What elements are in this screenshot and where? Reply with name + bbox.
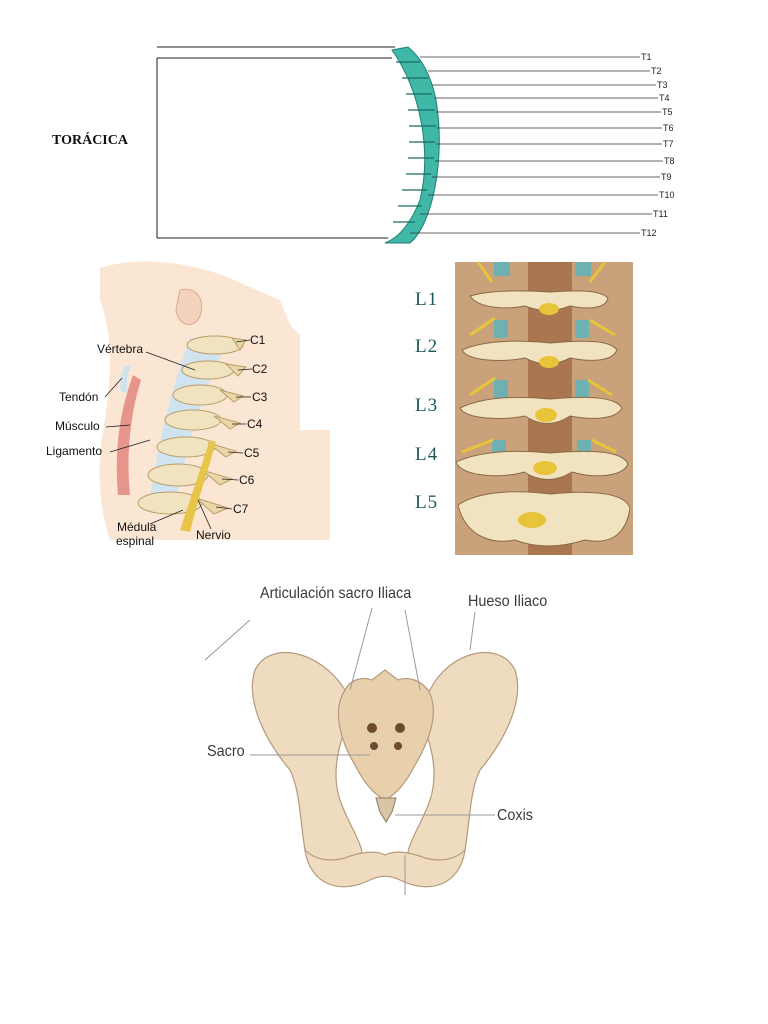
label-sacroiliac-joint: Articulación sacro Iliaca bbox=[260, 585, 412, 602]
cervical-leader-lines bbox=[104, 339, 253, 530]
thoracic-label-t5: T5 bbox=[662, 107, 673, 117]
label-nerve: Nervio bbox=[196, 528, 231, 542]
label-spinal-cord-2: espinal bbox=[116, 534, 155, 548]
thoracic-label-t4: T4 bbox=[659, 93, 670, 103]
cervical-spinous-processes bbox=[195, 337, 247, 515]
thoracic-leader-lines bbox=[410, 56, 663, 234]
coccyx-shape bbox=[375, 797, 397, 823]
thoracic-label-t3: T3 bbox=[657, 80, 668, 90]
pelvis-leader-lines bbox=[204, 607, 495, 895]
label-iliac-bone: Hueso Iliaco bbox=[468, 593, 548, 610]
lumbar-label-l3: L3 bbox=[415, 395, 439, 416]
label-ligament: Ligamento bbox=[46, 444, 103, 458]
muscle-shape bbox=[116, 375, 141, 495]
cervical-label-c4: C4 bbox=[247, 417, 263, 431]
cervical-label-c5: C5 bbox=[244, 446, 260, 460]
thoracic-diagram bbox=[156, 46, 663, 244]
tendon-shape bbox=[120, 365, 131, 392]
cervical-label-c7: C7 bbox=[233, 502, 249, 516]
lumbar-illustration bbox=[455, 261, 633, 555]
thoracic-label-t12: T12 bbox=[641, 228, 657, 238]
lumbar-label-l1: L1 bbox=[415, 289, 439, 310]
cervical-label-c1: C1 bbox=[250, 333, 266, 347]
lumbar-nerves bbox=[461, 261, 617, 454]
lumbar-nerve-roots bbox=[518, 303, 559, 528]
spinal-cord-shape bbox=[180, 440, 216, 532]
cervical-label-c3: C3 bbox=[252, 390, 268, 404]
thoracic-label-t8: T8 bbox=[664, 156, 675, 166]
thoracic-title: TORÁCICA bbox=[52, 133, 128, 148]
sacral-foramina bbox=[367, 723, 405, 750]
lumbar-label-l2: L2 bbox=[415, 336, 439, 357]
label-coccyx: Coxis bbox=[497, 807, 534, 824]
thoracic-label-t2: T2 bbox=[651, 66, 662, 76]
label-muscle: Músculo bbox=[55, 419, 100, 433]
thoracic-label-t10: T10 bbox=[659, 190, 675, 200]
thoracic-label-t6: T6 bbox=[663, 123, 674, 133]
thoracic-label-t1: T1 bbox=[641, 52, 652, 62]
thoracic-spine-shape bbox=[384, 46, 440, 244]
label-spinal-cord-1: Médula bbox=[117, 520, 157, 534]
sacrum-shape bbox=[337, 669, 434, 801]
cervical-label-c2: C2 bbox=[252, 362, 268, 376]
lumbar-label-l4: L4 bbox=[415, 444, 439, 465]
thoracic-vertebra-marks bbox=[393, 61, 436, 223]
cervical-vertebrae bbox=[137, 335, 244, 515]
thoracic-label-t11: T11 bbox=[653, 209, 668, 219]
cervical-illustration bbox=[99, 261, 330, 540]
cervical-label-c6: C6 bbox=[239, 473, 255, 487]
lumbar-label-l5: L5 bbox=[415, 492, 439, 513]
thoracic-label-t9: T9 bbox=[661, 172, 672, 182]
pubic-arch bbox=[304, 848, 466, 888]
ear-shape bbox=[175, 288, 203, 325]
label-sacrum: Sacro bbox=[207, 743, 245, 760]
label-vertebra: Vértebra bbox=[97, 342, 144, 356]
thoracic-label-t7: T7 bbox=[663, 139, 674, 149]
label-tendon: Tendón bbox=[59, 390, 99, 404]
